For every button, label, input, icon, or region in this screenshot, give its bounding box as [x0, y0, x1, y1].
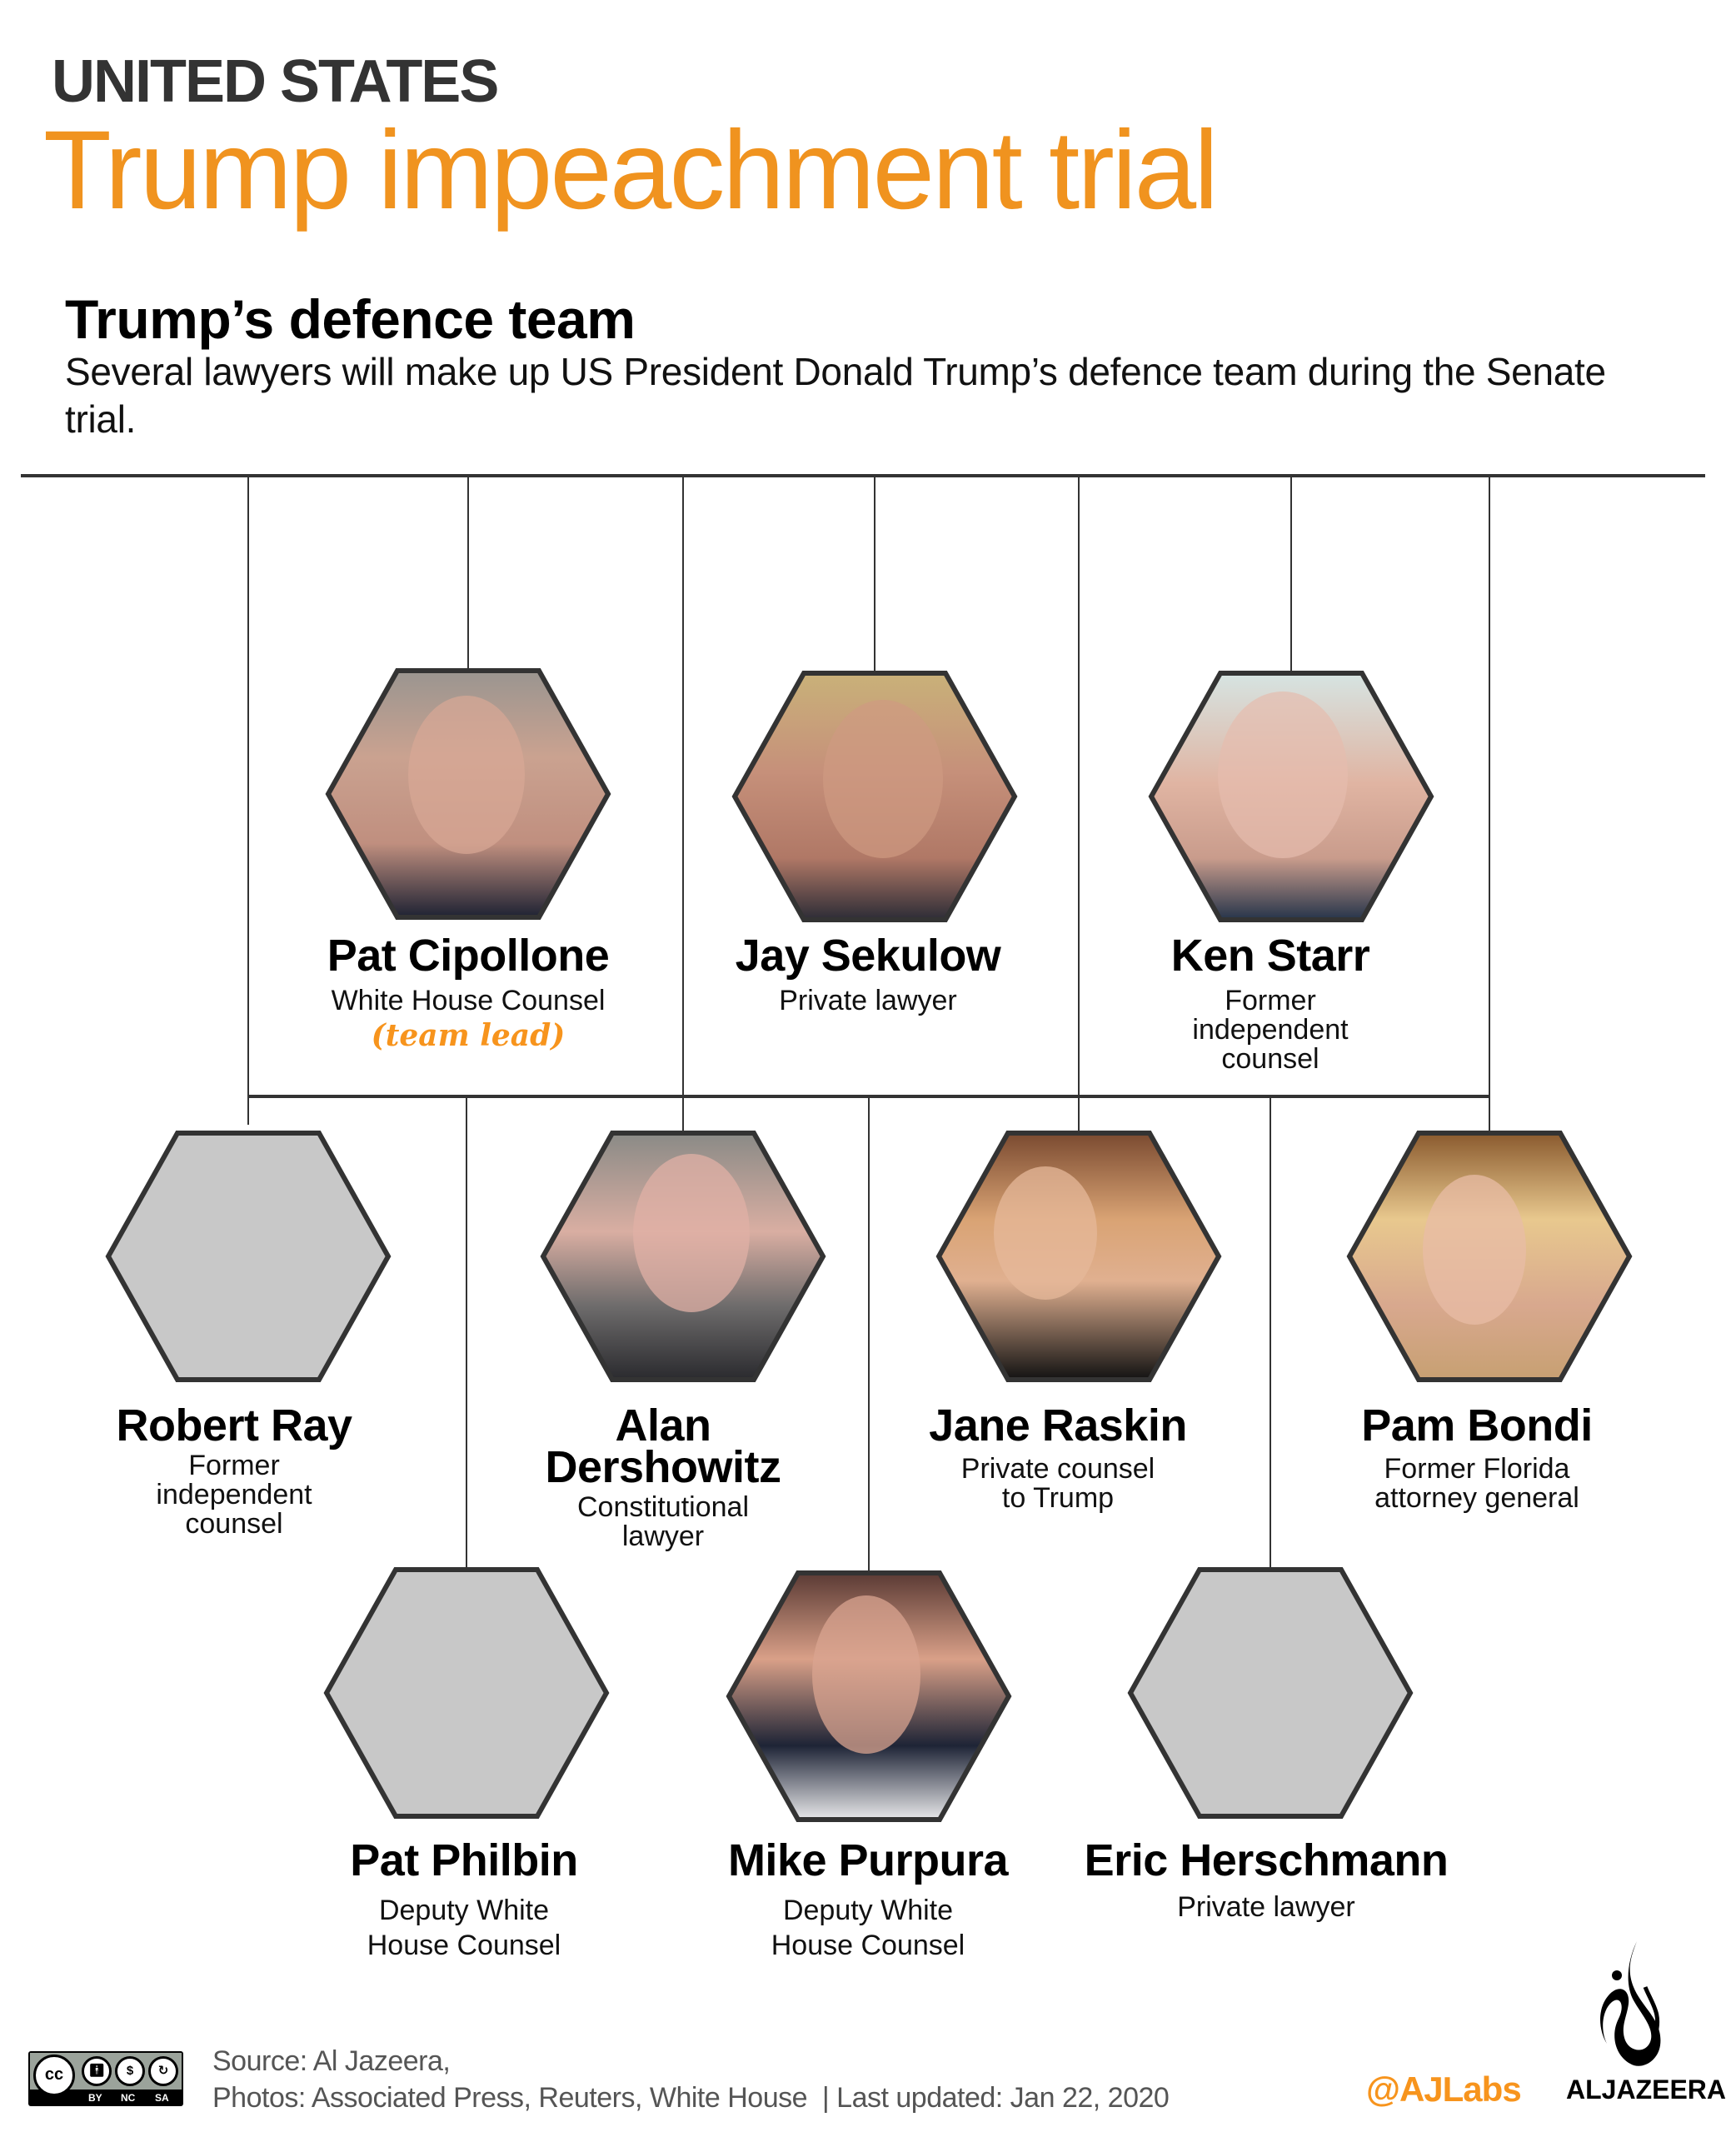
person-role-line: to Trump: [1001, 1482, 1115, 1514]
team-lead-note: (team lead): [371, 1018, 566, 1053]
sharealike-icon: ↻: [148, 2056, 178, 2086]
aljazeera-logo-icon: [1600, 1941, 1661, 2066]
hex-ken-starr: [1148, 671, 1434, 922]
hex-alan-dershowitz: [540, 1131, 826, 1382]
kicker-label: UNITED STATES: [52, 48, 499, 115]
card-alan-dershowitz: Alan Dershowitz Constitutional lawyer: [446, 1401, 880, 1552]
hex-pat-cipollone: [325, 668, 611, 920]
person-role-line: independent: [156, 1479, 312, 1510]
person-role-line: Deputy White: [782, 1895, 954, 1926]
person-name-line: Dershowitz: [545, 1442, 781, 1492]
hex-pam-bondi: [1346, 1131, 1633, 1382]
section-description: Several lawyers will make up US Presiden…: [65, 350, 1606, 441]
card-pam-bondi: Pam Bondi Former Florida attorney genera…: [1260, 1401, 1694, 1514]
hex-mike-purpura: [726, 1570, 1012, 1822]
hex-eric-herschmann-placeholder: [1127, 1567, 1414, 1819]
person-name: Pat Cipollone: [327, 931, 610, 981]
person-role-line: independent: [1192, 1014, 1349, 1046]
person-role: Private lawyer: [1177, 1891, 1355, 1923]
person-name: Robert Ray: [116, 1401, 352, 1450]
person-name: Pat Philbin: [350, 1835, 578, 1885]
card-ken-starr: Ken Starr Former independent counsel: [1054, 931, 1487, 1075]
cc-license-badge[interactable]: cc 🚹︎ $ ↻ BY NC SA: [28, 2051, 183, 2106]
person-role-line: lawyer: [621, 1520, 705, 1552]
ajlabs-handle[interactable]: @AJLabs: [1366, 2070, 1522, 2109]
cc-icon: cc: [33, 2055, 75, 2096]
page-title: Trump impeachment trial: [43, 108, 1219, 232]
person-name: Jay Sekulow: [735, 931, 1001, 981]
person-role-line: Former: [1225, 985, 1316, 1016]
person-role-line: Former Florida: [1384, 1453, 1570, 1485]
person-name: Mike Purpura: [727, 1835, 1009, 1885]
person-role-line: attorney general: [1374, 1482, 1579, 1514]
person-role: Private lawyer: [779, 985, 957, 1016]
person-name: Pam Bondi: [1361, 1401, 1593, 1450]
person-role: White House Counsel: [331, 985, 606, 1016]
noncommercial-icon: $: [115, 2056, 145, 2086]
person-role-line: Former: [188, 1450, 280, 1481]
footer-credits: Source: Al Jazeera, Photos: Associated P…: [212, 2043, 1170, 2116]
hex-pat-philbin-placeholder: [323, 1567, 610, 1819]
person-name: Jane Raskin: [929, 1401, 1187, 1450]
hex-jay-sekulow: [731, 671, 1018, 922]
person-name: Ken Starr: [1170, 931, 1370, 981]
license-nc-label: NC: [121, 2092, 136, 2104]
person-name-line: Alan: [615, 1401, 711, 1450]
card-pat-philbin: Pat Philbin Deputy White House Counsel: [247, 1835, 681, 1963]
person-role-line: counsel: [185, 1508, 283, 1540]
person-role-line: House Counsel: [367, 1930, 561, 1961]
hex-jane-raskin: [935, 1131, 1222, 1382]
card-mike-purpura: Mike Purpura Deputy White House Counsel: [651, 1835, 1085, 1963]
attribution-icon: 🚹︎: [82, 2056, 112, 2086]
photos-line: Photos: Associated Press, Reuters, White…: [212, 2082, 1170, 2114]
person-role-line: Deputy White: [378, 1895, 550, 1926]
card-eric-herschmann: Eric Herschmann Private lawyer: [1050, 1835, 1483, 1923]
person-role-line: Private counsel: [960, 1453, 1155, 1485]
card-pat-cipollone: Pat Cipollone White House Counsel (team …: [252, 931, 685, 1053]
card-robert-ray: Robert Ray Former independent counsel: [17, 1401, 451, 1540]
hex-robert-ray-placeholder: [105, 1131, 392, 1382]
source-line: Source: Al Jazeera,: [212, 2045, 451, 2077]
section-heading: Trump’s defence team: [65, 288, 636, 350]
card-jane-raskin: Jane Raskin Private counsel to Trump: [841, 1401, 1275, 1514]
card-jay-sekulow: Jay Sekulow Private lawyer: [651, 931, 1085, 1016]
license-by-label: BY: [88, 2092, 102, 2104]
aljazeera-wordmark: ALJAZEERA: [1566, 2075, 1727, 2105]
person-name: Eric Herschmann: [1084, 1835, 1449, 1885]
person-role-line: Constitutional: [576, 1491, 749, 1523]
license-sa-label: SA: [155, 2092, 169, 2104]
person-role-line: counsel: [1221, 1043, 1319, 1075]
person-role-line: House Counsel: [771, 1930, 965, 1961]
